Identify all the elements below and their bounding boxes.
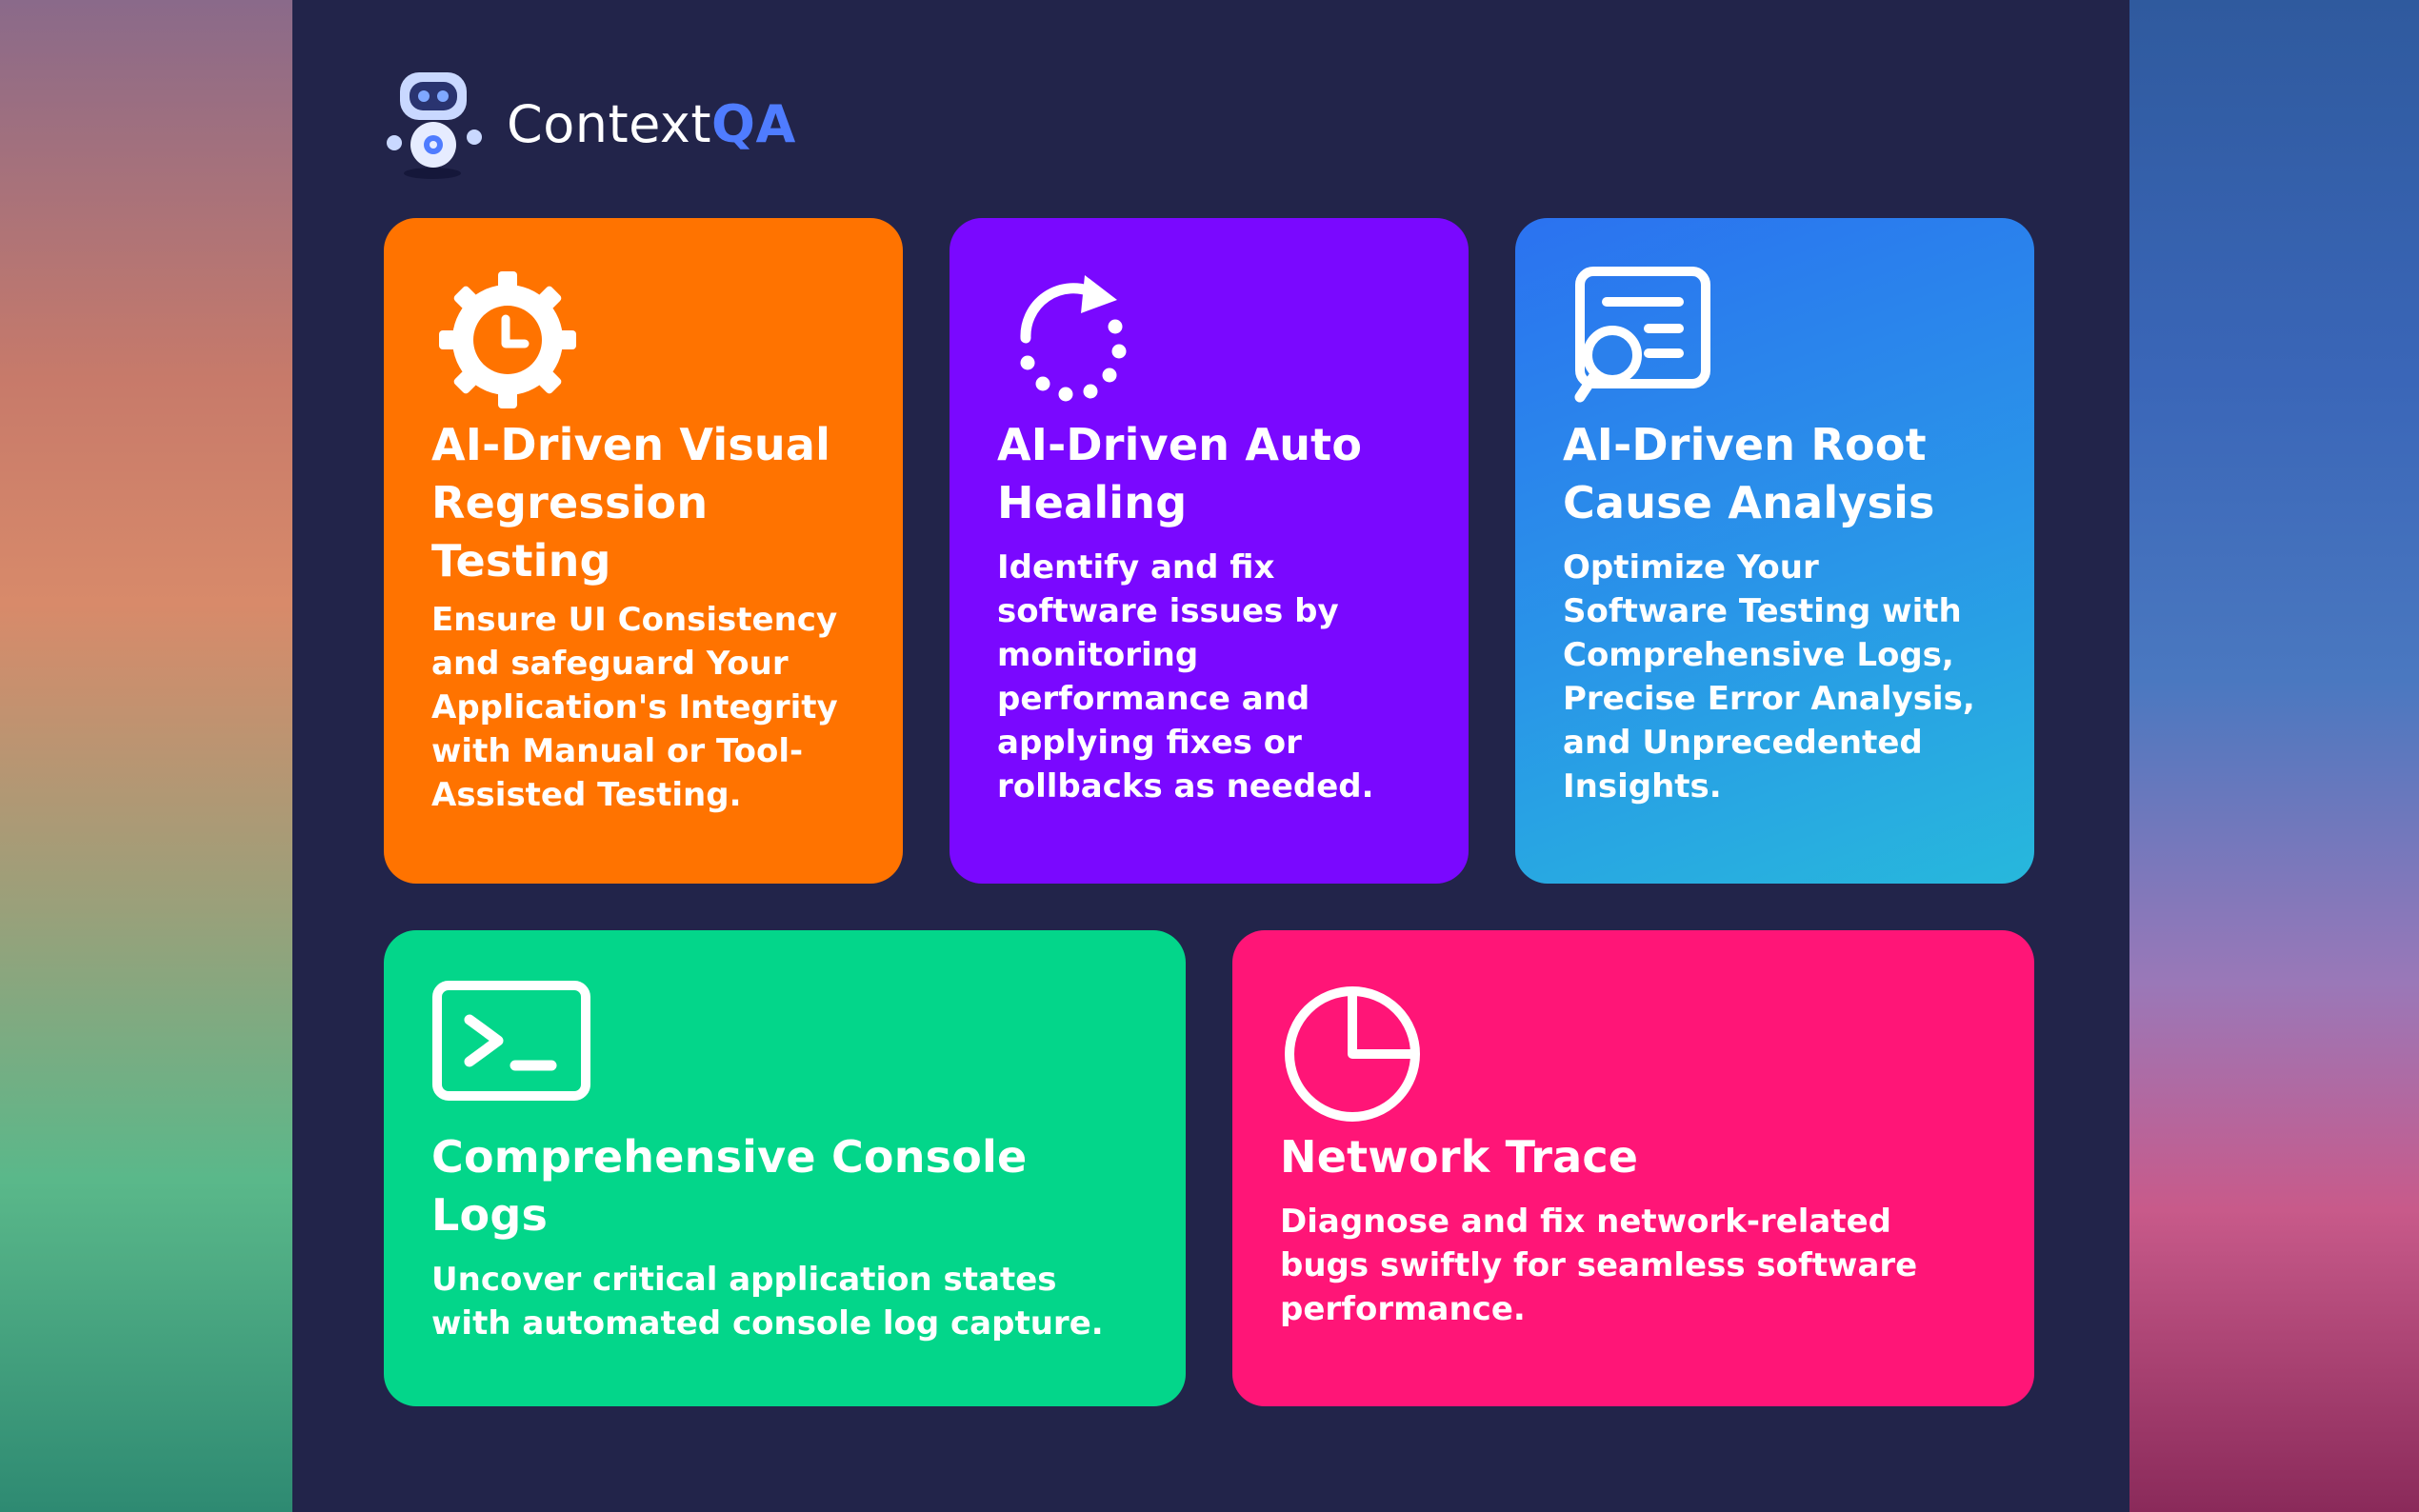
feature-card-root-cause-analysis[interactable]: AI-Driven Root Cause Analysis Optimize Y…: [1515, 218, 2034, 884]
feature-card-visual-regression[interactable]: AI-Driven Visual Regression Testing Ensu…: [384, 218, 903, 884]
card-title: AI-Driven Visual Regression Testing: [431, 419, 831, 587]
card-title: AI-Driven Root Cause Analysis: [1563, 419, 1935, 528]
card-description: Ensure UI Consistency and safeguard Your…: [431, 601, 838, 814]
brand-name: ContextQA: [507, 93, 796, 154]
brand-logo[interactable]: ContextQA: [383, 67, 796, 181]
feature-card-console-logs[interactable]: Comprehensive Console Logs Uncover criti…: [384, 930, 1186, 1406]
terminal-icon: [432, 981, 590, 1101]
pie-chart-icon: [1285, 986, 1420, 1122]
refresh-dots-icon: [1020, 275, 1127, 402]
card-title: Comprehensive Console Logs: [431, 1131, 1028, 1241]
brand-name-accent: QA: [711, 93, 796, 154]
card-description: Optimize Your Software Testing with Comp…: [1563, 548, 1975, 806]
feature-card-auto-healing[interactable]: AI-Driven Auto Healing Identify and fix …: [950, 218, 1469, 884]
card-description: Diagnose and fix network-related bugs sw…: [1280, 1203, 1918, 1328]
gear-clock-icon: [439, 271, 576, 408]
document-search-icon: [1574, 267, 1710, 403]
card-description: Identify and fix software issues by moni…: [997, 548, 1374, 806]
card-title: AI-Driven Auto Healing: [997, 419, 1363, 528]
card-title: Network Trace: [1280, 1131, 1639, 1183]
feature-card-network-trace[interactable]: Network Trace Diagnose and fix network-r…: [1232, 930, 2034, 1406]
robot-mascot-icon: [387, 72, 482, 179]
background-right: [2129, 0, 2419, 1512]
background-left: [0, 0, 292, 1512]
card-description: Uncover critical application states with…: [431, 1261, 1104, 1343]
